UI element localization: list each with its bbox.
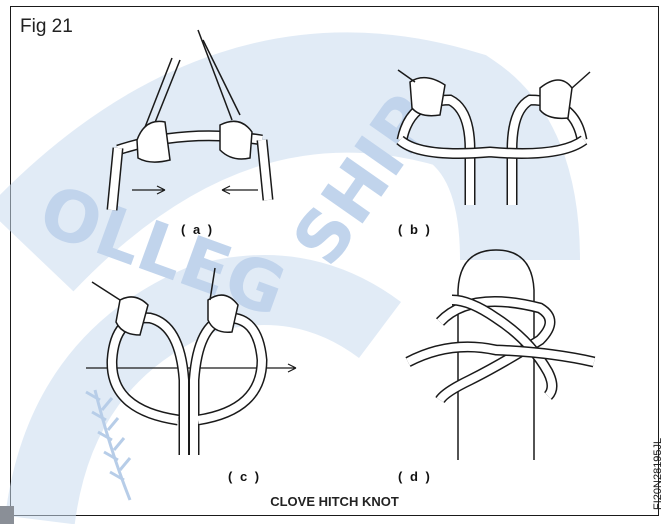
figure-code: FI20N28195JL	[652, 438, 664, 510]
figure-label: Fig 21	[20, 16, 73, 38]
panel-d-label: ( d )	[398, 469, 432, 484]
watermark: OLLEG SHIP	[29, 80, 520, 520]
panel-a-label: ( a )	[181, 222, 214, 237]
figure-caption: CLOVE HITCH KNOT	[0, 494, 669, 509]
panel-b-label: ( b )	[398, 222, 432, 237]
panel-c-label: ( c )	[228, 469, 261, 484]
panel-d-illustration	[408, 250, 594, 460]
corner-tab	[0, 506, 14, 524]
